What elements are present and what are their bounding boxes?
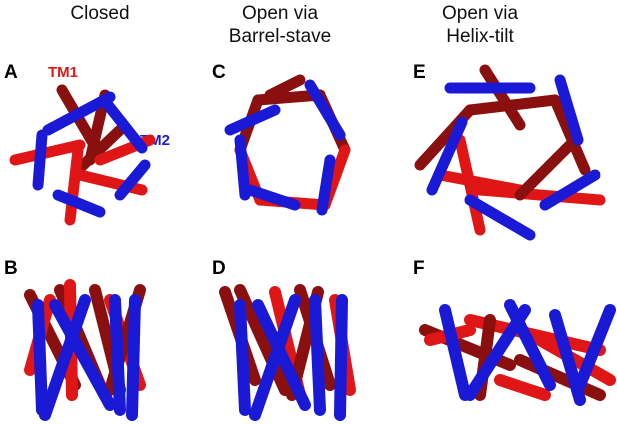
column-title-line: Open via bbox=[241, 3, 319, 24]
tm1-helix bbox=[534, 334, 616, 386]
tm2-helix bbox=[426, 116, 468, 196]
tm2-helix bbox=[574, 304, 616, 391]
panel-letter-a: A bbox=[4, 62, 18, 83]
tm2-helix bbox=[334, 294, 348, 421]
column-title-closed: Closed bbox=[70, 3, 130, 24]
tm1-helix bbox=[264, 74, 306, 101]
column-title-helix-tilt: Open via bbox=[410, 2, 550, 25]
tm2-helix bbox=[504, 299, 556, 391]
tm1-helix bbox=[479, 64, 526, 131]
tm2-helix bbox=[39, 294, 91, 421]
tm1-helix bbox=[454, 134, 486, 236]
tm1-helix bbox=[72, 124, 126, 176]
tm1-helix bbox=[9, 139, 86, 166]
tm2-helix bbox=[304, 79, 346, 141]
panel-letter-c: C bbox=[212, 62, 226, 83]
tm2-helix bbox=[114, 159, 151, 201]
tm1-helix bbox=[474, 184, 606, 206]
tm2-helix bbox=[109, 294, 126, 416]
tm2-helix bbox=[102, 99, 148, 154]
tm1-helix bbox=[514, 139, 576, 201]
tm2-helix bbox=[126, 294, 141, 421]
tm1-helix bbox=[549, 94, 591, 176]
tm2-helix bbox=[234, 134, 251, 201]
tm2-helix bbox=[539, 169, 601, 211]
tm2-helix bbox=[554, 74, 584, 146]
column-title-line: Open via bbox=[441, 3, 519, 24]
tm2-helix bbox=[309, 294, 326, 416]
tm2-helix bbox=[52, 189, 106, 218]
tm2-helix bbox=[49, 299, 116, 411]
tm2-helix bbox=[249, 294, 301, 421]
column-subtitle-barrel-stave: Barrel-stave bbox=[228, 26, 332, 47]
tm1-helix bbox=[64, 144, 84, 226]
tm2-helix bbox=[244, 184, 301, 211]
column-title-barrel-stave: Open via bbox=[205, 2, 355, 25]
tm2-helix bbox=[224, 104, 281, 136]
column-subtitle-helix-tilt: Helix-tilt bbox=[446, 26, 514, 47]
tm1-helix bbox=[514, 354, 606, 401]
panel-letter-b: B bbox=[4, 258, 18, 279]
panel-letter-e: E bbox=[413, 62, 426, 83]
tm2-helix bbox=[32, 299, 48, 416]
tm2-helix bbox=[42, 91, 116, 136]
tm2-helix bbox=[32, 129, 48, 191]
tm1-label: TM1 bbox=[48, 64, 78, 81]
tm1-helix bbox=[494, 374, 551, 401]
tm2-helix bbox=[439, 304, 471, 401]
tm2-helix bbox=[316, 154, 336, 216]
tm1-helix bbox=[234, 284, 291, 396]
tm2-helix bbox=[464, 194, 536, 241]
panel-letter-d: D bbox=[212, 258, 226, 279]
tm2-helix bbox=[234, 299, 251, 416]
panel-letter-f: F bbox=[413, 258, 425, 279]
